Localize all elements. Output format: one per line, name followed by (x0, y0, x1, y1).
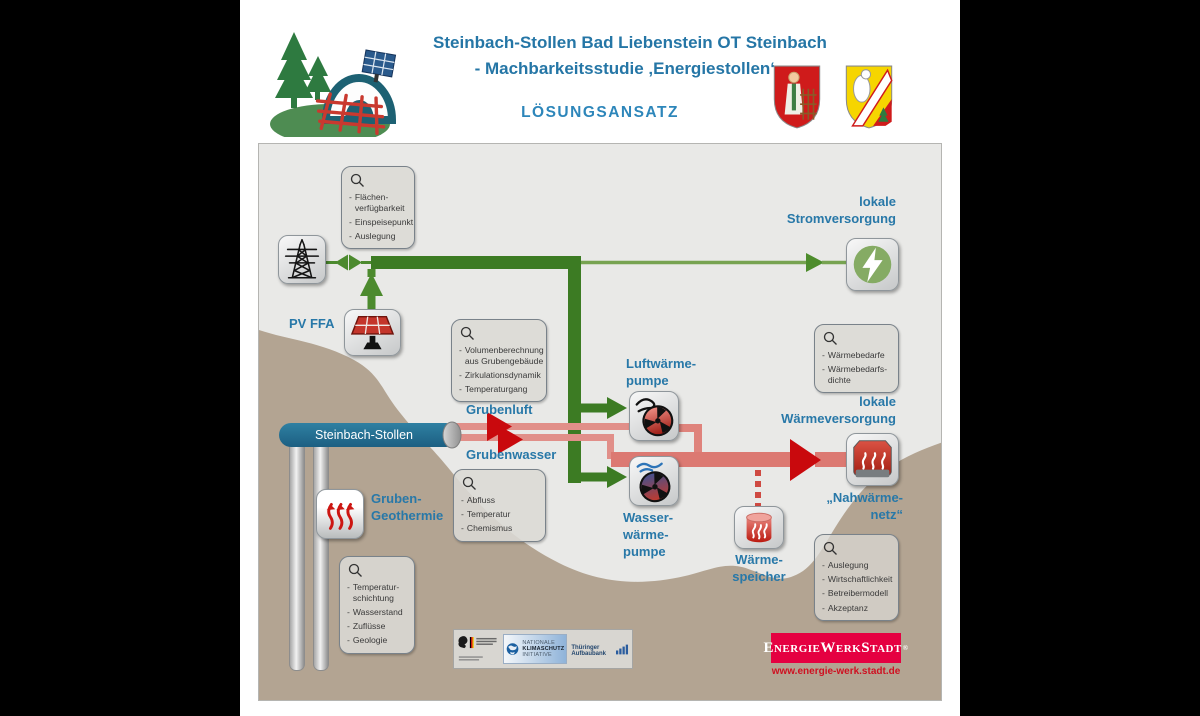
study-item: -Auslegung (349, 231, 396, 242)
water-heat-pump-label: Wasser- wärme- pumpe (623, 510, 674, 559)
study-box-mine: -Temperatur- schichtung -Wasserstand -Zufl… (339, 556, 415, 654)
study-item: -Wasserstand (347, 606, 403, 617)
magnifier-icon (460, 326, 474, 340)
mine-geothermal-icon (316, 489, 364, 539)
title-line2: - Machbarkeitsstudie ‚Energiestollen‘ - (474, 59, 786, 79)
coat-of-arms-bad-liebenstein-icon (773, 65, 821, 129)
heat-storage-label: Wärme- speicher (732, 552, 786, 584)
study-box-volume: -Volumenberechnung aus Grubengebäude -Zir… (451, 319, 547, 403)
grubenluft-label: Grubenluft (466, 402, 533, 417)
study-item: -Auslegung (822, 560, 869, 570)
study-items: -Auslegung -Wirtschaftlichkeit -Betreiberm… (822, 560, 892, 613)
solar-panel (361, 49, 397, 83)
study-item: -Wärmebedarfe (822, 350, 885, 360)
geothermal-label: Gruben- Geothermie (371, 491, 444, 523)
study-item: -Betreibermodell (822, 588, 889, 599)
study-item: -Zuflüsse (347, 621, 386, 632)
study-item: -Wärmebedarfs- dichte (822, 364, 888, 385)
study-item: -Akzeptanz (822, 602, 869, 613)
klimaschutz-line2: KLIMASCHUTZ (522, 645, 565, 652)
aufbaubank-logo: Thüringer Aufbaubank (571, 642, 629, 657)
pv-label: PV FFA (289, 316, 335, 331)
study-box-water: -Abfluss -Temperatur -Chemismus (453, 469, 546, 542)
power-to-water-pump-arrow (607, 466, 627, 488)
solution-diagram: Steinbach-Stollen (258, 143, 942, 701)
grid-exchange-icon (335, 254, 348, 271)
study-box-demand: -Wärmebedarfe -Wärmebedarfs- dichte (814, 324, 899, 394)
local-heat-label: lokale Wärmeversorgung (781, 394, 896, 426)
study-items: -Temperatur- schichtung -Wasserstand -Zufl… (347, 582, 408, 646)
red-grid (315, 92, 386, 135)
bmu-federal-logo-icon (458, 636, 497, 661)
magnifier-icon (348, 563, 362, 577)
terrain-ground (259, 330, 941, 700)
klimaschutz-initiative-logo: NATIONALE KLIMASCHUTZ INITIATIVE (503, 634, 568, 664)
study-item: -Wirtschaftlichkeit (822, 574, 893, 585)
power-grid-pylon-icon (278, 235, 326, 284)
local-heat-furnace-icon (846, 433, 899, 486)
page-subtitle: LÖSUNGSANSATZ (521, 104, 679, 121)
klimaschutz-line1: NATIONALE (522, 639, 555, 646)
study-box-network: -Auslegung -Wirtschaftlichkeit -Betreiberm… (814, 534, 899, 621)
pv-panel-icon (344, 309, 401, 356)
project-logo-icon (270, 32, 397, 137)
local-power-lightning-icon (846, 238, 899, 291)
study-items: -Flächen- verfügbarkeit -Einspeisepunkt -A… (349, 192, 414, 242)
globe-icon (507, 643, 519, 655)
aufbaubank-label: Thüringer Aufbaubank (571, 644, 606, 657)
study-item: -Geologie (347, 635, 388, 646)
study-item: -Flächen- verfügbarkeit (349, 192, 405, 213)
tunnel-mouth-icon (442, 421, 462, 449)
district-heat-label: „Nahwärme- netz“ (826, 490, 903, 522)
study-item: -Abfluss (461, 495, 496, 505)
magnifier-icon (823, 541, 837, 555)
study-item: -Einspeisepunkt (349, 216, 414, 227)
magnifier-icon (823, 331, 837, 345)
funding-banner: NATIONALE KLIMASCHUTZ INITIATIVE Thüring… (453, 629, 633, 669)
study-items: -Wärmebedarfe -Wärmebedarfs- dichte (822, 350, 892, 386)
tunnel-bar: Steinbach-Stollen (279, 423, 449, 447)
study-items: -Abfluss -Temperatur -Chemismus (461, 495, 539, 534)
pv-feed-arrow (360, 273, 383, 296)
energiewerkstadt-name: EnergieWerkStadt (763, 639, 902, 656)
water-glyph (636, 462, 663, 473)
registered-mark: ® (902, 644, 909, 652)
title-line1: Steinbach-Stollen Bad Liebenstein OT Ste… (433, 33, 827, 52)
magnifier-icon (350, 173, 364, 187)
tunnel-label: Steinbach-Stollen (315, 428, 413, 442)
klimaschutz-line3: INITIATIVE (522, 652, 552, 659)
power-supply-arrow (806, 253, 824, 272)
bar-chart-icon (616, 644, 629, 654)
poster-page: Steinbach-Stollen Bad Liebenstein OT Ste… (240, 0, 960, 716)
energiewerkstadt-logo: EnergieWerkStadt® (763, 633, 908, 663)
study-item: -Temperaturgang (459, 384, 528, 395)
heat-supply-arrow (790, 439, 821, 481)
fir-trees (275, 32, 331, 108)
heat-storage-icon (734, 506, 784, 549)
energiewerkstadt-url: www.energie-werk.stadt.de (771, 666, 901, 677)
mine-shaft-pipe (289, 445, 305, 671)
study-item: -Temperatur (461, 509, 511, 520)
grubenwasser-arrow (498, 425, 523, 454)
power-to-air-pump-arrow (607, 397, 627, 419)
page-title: Steinbach-Stollen Bad Liebenstein OT Ste… (410, 30, 850, 83)
study-item: -Chemismus (461, 523, 513, 534)
grubenwasser-label: Grubenwasser (466, 447, 557, 462)
water-heat-pump-icon (629, 456, 679, 506)
study-item: -Volumenberechnung aus Grubengebäude (459, 345, 544, 366)
air-heat-pump-icon (629, 391, 679, 441)
coat-of-arms-steinbach-icon (845, 65, 893, 129)
air-heat-pump-label: Luftwärme- pumpe (626, 356, 697, 388)
magnifier-icon (462, 476, 476, 490)
study-item: -Zirkulationsdynamik (459, 369, 541, 380)
local-power-label: lokale Stromversorgung (786, 194, 896, 226)
study-items: -Volumenberechnung aus Grubengebäude -Zir… (459, 345, 544, 395)
study-item: -Temperatur- schichtung (347, 582, 400, 603)
study-box-pv: -Flächen- verfügbarkeit -Einspeisepunkt -A… (341, 166, 415, 250)
